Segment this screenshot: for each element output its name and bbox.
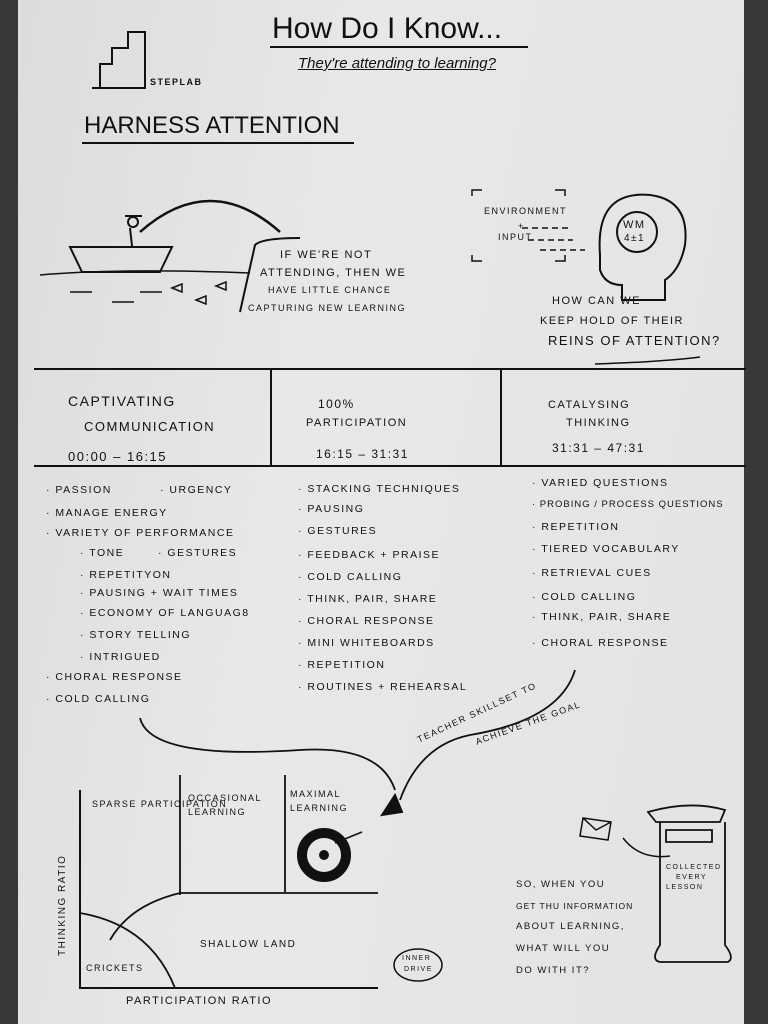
- environment-label: Environment: [484, 206, 568, 216]
- list-item: · Choral response: [532, 637, 669, 649]
- list-item: · Repetition: [532, 521, 620, 533]
- target-icon: [297, 828, 351, 882]
- section-underline: [82, 142, 354, 144]
- title-underline: [270, 46, 528, 48]
- list-item: · Retrieval cues: [532, 567, 652, 579]
- postbox-icon: [646, 804, 732, 963]
- list-item: · Manage energy: [46, 507, 168, 519]
- list-item: · Tone: [80, 547, 125, 559]
- column-divider: [500, 368, 502, 466]
- inner-drive-badge: [393, 948, 443, 982]
- paper-sheet: [18, 0, 744, 1024]
- closing-question: So, when you: [516, 879, 606, 890]
- steplab-logo-text: STEPLAB: [150, 77, 203, 87]
- arrow-curve-right: [399, 669, 576, 801]
- list-item: · Think, pair, share: [298, 593, 438, 605]
- postbox-label: Collected: [666, 864, 722, 871]
- list-item: · Stacking techniques: [298, 483, 461, 495]
- quadrant-label: Sparse participation: [92, 799, 228, 809]
- list-item: · Intrigued: [80, 651, 161, 663]
- input-label: Input: [498, 232, 533, 242]
- closing-question: do with it?: [516, 965, 591, 976]
- quadrant-label: Crickets: [86, 963, 144, 973]
- wm-circle: [616, 211, 658, 253]
- list-item: · Repetition: [298, 659, 386, 671]
- closing-question: about learning,: [516, 921, 625, 932]
- wm-value: 4±1: [624, 233, 646, 244]
- list-item: · Variety of performance: [46, 527, 235, 539]
- list-item: · Passion: [46, 484, 112, 496]
- list-item: · Pausing + wait times: [80, 587, 239, 599]
- list-item: · Routines + rehearsal: [298, 681, 468, 693]
- section-heading: Harness Attention: [84, 112, 340, 139]
- list-item: · Economy of languag8: [80, 607, 250, 619]
- list-item: · Varied questions: [532, 477, 669, 489]
- col3-title: Thinking: [566, 417, 631, 429]
- page-title: How Do I Know...: [272, 12, 503, 45]
- list-item: · Pausing: [298, 503, 365, 515]
- boat-icon: [68, 246, 174, 273]
- col1-time: 00:00 – 16:15: [68, 449, 168, 464]
- arrow-curve-left: [139, 717, 396, 791]
- list-item: · Mini whiteboards: [298, 637, 435, 649]
- question-line: keep hold of their: [540, 315, 684, 327]
- question-line: How can we: [552, 295, 641, 307]
- envelope-icon: [579, 817, 612, 841]
- list-item: · Feedback + praise: [298, 549, 440, 561]
- col1-title: Captivating: [68, 393, 176, 409]
- fishing-rod-icon: [139, 199, 281, 233]
- wm-label: WM: [623, 219, 646, 231]
- page-subtitle: They're attending to learning?: [298, 55, 496, 72]
- list-item: · Cold calling: [298, 571, 403, 583]
- table-header-rule: [34, 465, 746, 467]
- matrix-axes: [79, 790, 378, 989]
- list-item: · Probing / process questions: [532, 499, 724, 510]
- list-item: · Think, pair, share: [532, 611, 672, 623]
- question-line: reins of attention?: [548, 333, 721, 348]
- caption-line: If we're not: [280, 249, 373, 261]
- col3-time: 31:31 – 47:31: [552, 441, 645, 455]
- postbox-label: every: [676, 874, 708, 881]
- badge-text: Inner: [402, 955, 432, 962]
- head-icon: [598, 193, 687, 301]
- list-item: · Tiered vocabulary: [532, 543, 680, 555]
- col2-time: 16:15 – 31:31: [316, 447, 409, 461]
- closing-question: what will you: [516, 943, 611, 954]
- list-item: · Gestures: [298, 525, 378, 537]
- postbox-label: lesson: [666, 884, 704, 891]
- column-divider: [270, 368, 272, 466]
- col2-title: Participation: [306, 417, 408, 429]
- table-top-rule: [34, 368, 746, 370]
- col2-title: 100%: [318, 397, 355, 411]
- list-item: · Repetityon: [80, 569, 172, 581]
- list-item: · Choral response: [298, 615, 435, 627]
- caption-line: attending, then we: [260, 267, 407, 279]
- list-item: · Cold calling: [46, 693, 151, 705]
- col1-title: Communication: [84, 419, 216, 434]
- quadrant-label: Maximal learning: [290, 789, 349, 813]
- quadrant-label: Occasional learning: [188, 793, 262, 817]
- caption-line: have little chance: [268, 285, 392, 295]
- closing-question: get thu information: [516, 901, 634, 911]
- y-axis-label: Thinking ratio: [57, 854, 68, 956]
- x-axis-label: Participation ratio: [126, 995, 273, 1007]
- steplab-logo-icon: [92, 31, 146, 89]
- list-item: · Cold calling: [532, 591, 637, 603]
- badge-text: drive: [404, 966, 433, 973]
- list-item: · Choral response: [46, 671, 183, 683]
- plus-label: +: [518, 221, 525, 231]
- list-item: · Urgency: [160, 484, 233, 496]
- col3-title: Catalysing: [548, 399, 631, 411]
- list-item: · Gestures: [158, 547, 238, 559]
- quadrant-label: Shallow land: [200, 939, 297, 950]
- caption-line: capturing new learning: [248, 303, 407, 313]
- list-item: · Story telling: [80, 629, 192, 641]
